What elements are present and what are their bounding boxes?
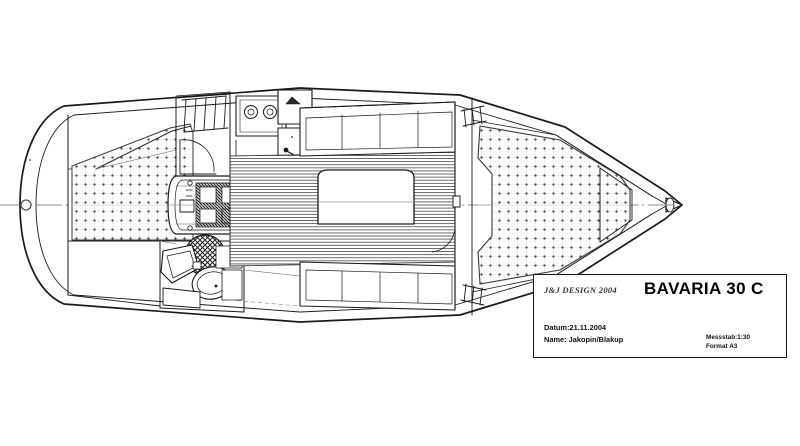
drawing-format: Format A3: [706, 343, 738, 350]
drawing-author: Name: Jakopin/Blakup: [544, 335, 624, 344]
saloon: [299, 97, 473, 316]
forward-cabin: [471, 119, 653, 293]
side-deck-lines: [95, 149, 301, 307]
hatch-port-fwd: [460, 105, 487, 128]
title-block: J&J DESIGN 2004 BAVARIA 30 C Datum:21.11…: [533, 274, 787, 358]
hatch-port-aft: [460, 283, 487, 306]
companionway-steps: [181, 95, 229, 133]
head-compartment: [159, 234, 245, 313]
designer-credit: J&J DESIGN 2004: [544, 285, 617, 295]
settee-port: [299, 101, 456, 157]
drawing-scale: Messstab:1:30: [706, 334, 751, 341]
settee-starboard: [299, 261, 456, 311]
drawing-date: Datum:21.11.2004: [544, 323, 607, 332]
model-name: BAVARIA 30 C: [644, 279, 764, 298]
hatch-stbd-fwd: [175, 91, 231, 97]
saloon-table: [317, 169, 415, 225]
deck-hatches: [175, 91, 487, 306]
